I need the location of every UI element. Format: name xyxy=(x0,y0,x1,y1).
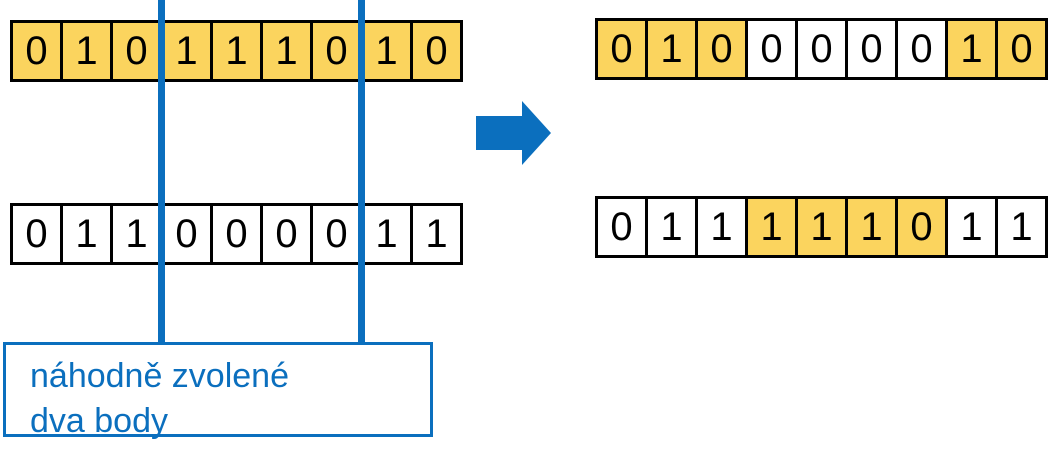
gene-cell: 0 xyxy=(598,21,645,77)
gene-cell: 1 xyxy=(948,199,995,255)
gene-cell: 0 xyxy=(313,206,360,262)
gene-cell: 0 xyxy=(898,199,945,255)
gene-cell: 0 xyxy=(798,21,845,77)
gene-cell: 0 xyxy=(598,199,645,255)
gene-cell: 1 xyxy=(848,199,895,255)
gene-cell: 1 xyxy=(213,23,260,79)
crossover-point-line-2 xyxy=(358,0,365,345)
gene-cell: 1 xyxy=(163,23,210,79)
gene-cell: 1 xyxy=(413,206,460,262)
gene-cell: 1 xyxy=(63,23,110,79)
crossover-points-label: náhodně zvolené dva body xyxy=(3,342,433,440)
gene-cell: 1 xyxy=(948,21,995,77)
gene-cell: 1 xyxy=(798,199,845,255)
gene-cell: 1 xyxy=(698,199,745,255)
gene-cell: 0 xyxy=(13,23,60,79)
gene-cell: 0 xyxy=(13,206,60,262)
gene-cell: 0 xyxy=(413,23,460,79)
gene-cell: 0 xyxy=(898,21,945,77)
right-arrow-icon xyxy=(476,99,552,167)
gene-cell: 0 xyxy=(748,21,795,77)
gene-cell: 0 xyxy=(698,21,745,77)
gene-cell: 0 xyxy=(848,21,895,77)
gene-cell: 1 xyxy=(998,199,1045,255)
gene-cell: 0 xyxy=(163,206,210,262)
gene-cell: 0 xyxy=(313,23,360,79)
gene-cell: 1 xyxy=(648,21,695,77)
crossover-points-label-line-1: náhodně zvolené xyxy=(30,357,290,395)
gene-cell: 1 xyxy=(113,206,160,262)
gene-cell: 0 xyxy=(213,206,260,262)
gene-cell: 1 xyxy=(363,206,410,262)
gene-cell: 1 xyxy=(748,199,795,255)
crossover-points-label-line-2: dva body xyxy=(30,402,168,440)
gene-cell: 1 xyxy=(363,23,410,79)
gene-cell: 0 xyxy=(998,21,1045,77)
gene-cell: 0 xyxy=(113,23,160,79)
gene-cell: 0 xyxy=(263,206,310,262)
crossover-point-line-1 xyxy=(158,0,165,345)
gene-cell: 1 xyxy=(648,199,695,255)
gene-cell: 1 xyxy=(263,23,310,79)
gene-cell: 1 xyxy=(63,206,110,262)
